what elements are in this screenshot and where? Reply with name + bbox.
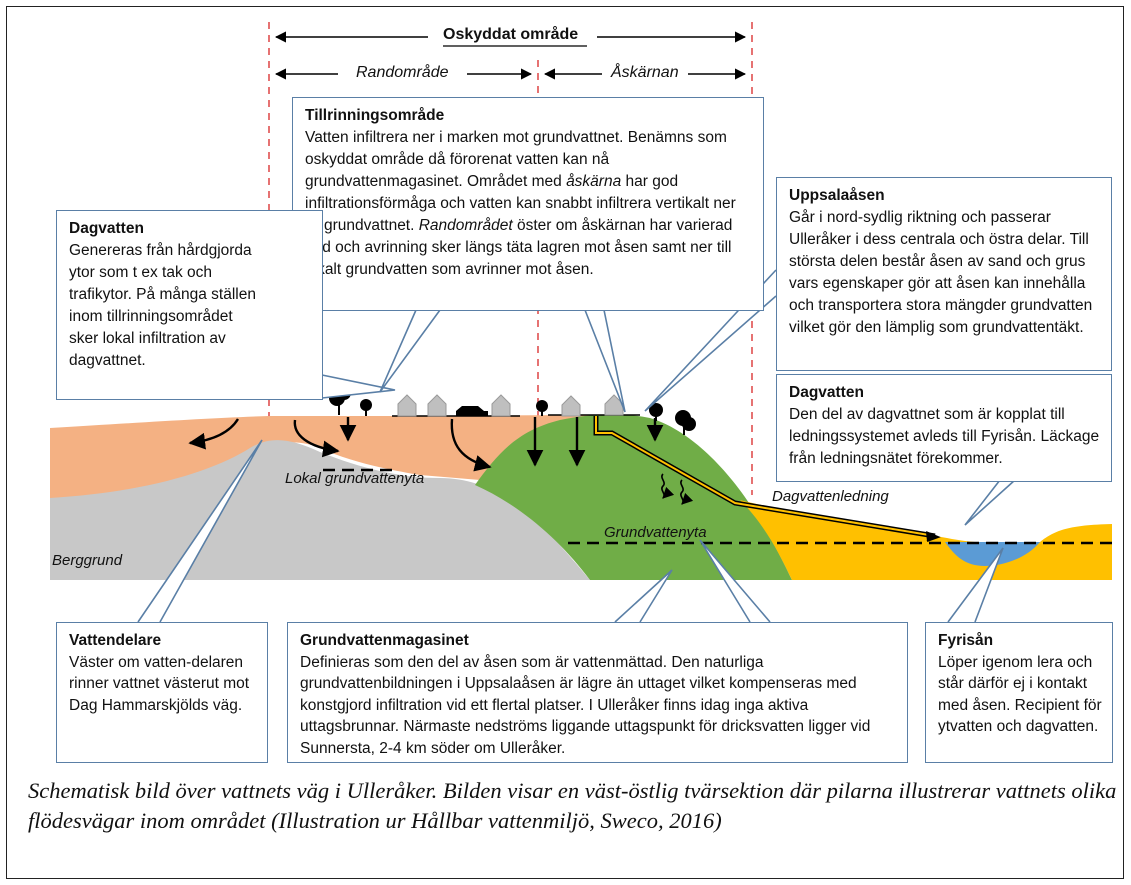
- tree-icon: [649, 403, 663, 421]
- house-icon: [427, 394, 447, 417]
- callout-dagvatten-west: Dagvatten Genereras från hårdgjorda ytor…: [56, 210, 323, 400]
- pointer-magasinet-right: [699, 539, 771, 623]
- pointer-dagvatten-east: [964, 479, 1016, 526]
- pointer-dagvatten-west: [321, 374, 396, 399]
- pointer-magasinet-left: [614, 569, 673, 623]
- callout-fyrisan: Fyrisån Löper igenom lera och står därfö…: [925, 622, 1113, 763]
- callout-body: Definieras som den del av åsen som är va…: [300, 653, 871, 757]
- callout-body: Löper igenom lera och står därför ej i k…: [938, 653, 1102, 736]
- infiltration-squiggles: [661, 473, 694, 505]
- randomrade-label: Randområde: [356, 64, 449, 81]
- callout-pointers: [137, 269, 1016, 623]
- pointer-tillrinning-right: [584, 309, 626, 413]
- callout-title: Fyrisån: [938, 632, 994, 649]
- house-icon: [561, 395, 581, 417]
- callout-uppsalaasen: Uppsalaåsen Går i nord-sydlig riktning o…: [776, 177, 1112, 371]
- squiggle-arrow: [680, 479, 694, 505]
- header-arrows: [274, 31, 747, 80]
- callout-title: Tillrinningsområde: [305, 107, 445, 124]
- flow-arrow: [293, 419, 340, 458]
- tree-icon: [675, 410, 696, 435]
- pointer-vattendelare: [137, 439, 263, 623]
- body-emphasis: åskärna: [566, 173, 622, 190]
- callout-title: Dagvatten: [789, 384, 864, 401]
- figure-frame: [6, 6, 1124, 879]
- pointer-fyrisan: [947, 547, 1004, 623]
- callout-body: Väster om vatten-delaren rinner vattnet …: [69, 653, 250, 714]
- car-icon: [456, 406, 488, 416]
- callout-body: Genereras från hårdgjorda ytor som t ex …: [69, 242, 256, 369]
- figure-caption: Schematisk bild över vattnets väg i Ulle…: [28, 778, 1117, 833]
- house-icon: [604, 394, 624, 416]
- tree-icon: [360, 399, 372, 416]
- groundwater-label: Grundvattenyta: [604, 524, 707, 541]
- body-text: Vatten infiltrera ner i marken mot grund…: [305, 129, 727, 190]
- pointer-tillrinning-left: [379, 309, 441, 393]
- callout-title: Vattendelare: [69, 632, 162, 649]
- body-emphasis: Randområdet: [418, 217, 513, 234]
- callout-vattendelare: Vattendelare Väster om vatten-delaren ri…: [56, 622, 268, 763]
- callout-title: Uppsalaåsen: [789, 187, 885, 204]
- callout-title: Dagvatten: [69, 220, 144, 237]
- askarnan-label: Åskärnan: [611, 64, 679, 81]
- body-text: har god infiltrationsförmåga och vatten …: [305, 173, 736, 234]
- squiggle-arrow: [661, 473, 675, 499]
- stormwater-pipe-label: Dagvattenledning: [772, 488, 889, 505]
- house-icon: [491, 394, 511, 417]
- callout-tillrinningsomrade: Tillrinningsområde Vatten infiltrera ner…: [292, 97, 764, 311]
- local-groundwater-label: Lokal grundvattenyta: [285, 470, 425, 487]
- house-icon: [397, 394, 417, 417]
- body-text: öster om åskärnan har varierad jord och …: [305, 217, 733, 278]
- callout-grundvattenmagasinet: Grundvattenmagasinet Definieras som den …: [287, 622, 908, 763]
- esker-layer: [475, 414, 792, 580]
- callout-body: Den del av dagvattnet som är kopplat til…: [789, 406, 1100, 467]
- flow-arrows: [188, 417, 664, 472]
- bedrock-label: Berggrund: [52, 552, 123, 569]
- flow-arrow: [188, 418, 240, 450]
- callout-title: Grundvattenmagasinet: [300, 632, 469, 649]
- houses: [397, 394, 624, 417]
- flow-arrow: [450, 418, 492, 472]
- callout-body: Går i nord-sydlig riktning och passerar …: [789, 209, 1093, 336]
- stormwater-pipe: [593, 416, 941, 542]
- tree-icon: [536, 400, 548, 416]
- fyrisan-river: [945, 542, 1040, 566]
- callout-dagvatten-east: Dagvatten Den del av dagvattnet som är k…: [776, 374, 1112, 482]
- callout-body: Vatten infiltrera ner i marken mot grund…: [305, 127, 753, 281]
- oskyddat-label: Oskyddat område: [443, 26, 579, 43]
- bedrock-layer: [50, 440, 590, 580]
